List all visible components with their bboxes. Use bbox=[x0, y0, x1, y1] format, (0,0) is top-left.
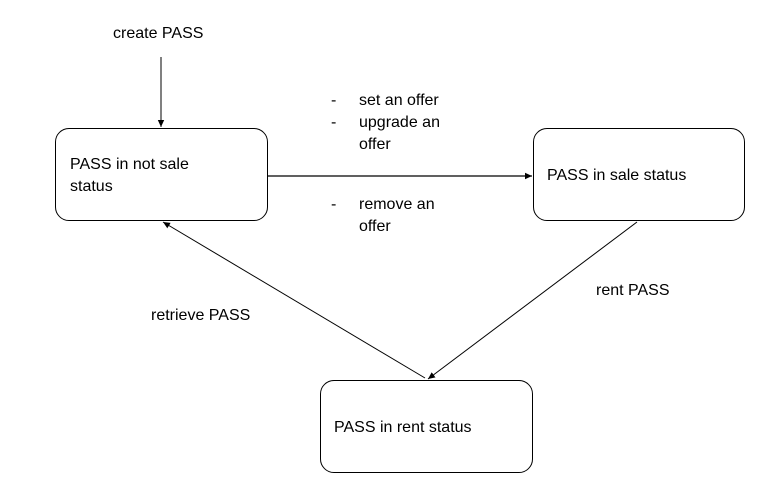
bullet-dash: - bbox=[331, 114, 337, 131]
node-rent-status-label: PASS in rent status bbox=[334, 419, 472, 436]
rent-pass-label: rent PASS bbox=[596, 282, 670, 299]
offer-action-item: - set an offer bbox=[331, 90, 521, 112]
offer-actions-list: - set an offer - upgrade an offer bbox=[331, 90, 521, 156]
retrieve-pass-label: retrieve PASS bbox=[151, 307, 251, 324]
rent-arrow bbox=[427, 221, 638, 380]
offer-action-item: - upgrade an offer bbox=[331, 112, 521, 156]
remove-offer-text: remove an offer bbox=[359, 196, 435, 235]
offer-action-text: upgrade an offer bbox=[359, 114, 440, 153]
bullet-dash: - bbox=[331, 92, 337, 109]
remove-offer-item: - remove an offer bbox=[331, 194, 521, 238]
remove-offer-list: - remove an offer bbox=[331, 194, 521, 238]
node-rent-status: PASS in rent status bbox=[320, 380, 533, 473]
node-not-sale-status: PASS in not sale status bbox=[55, 128, 268, 221]
retrieve-arrow bbox=[162, 221, 426, 379]
node-not-sale-status-label: PASS in not sale status bbox=[70, 156, 189, 195]
node-sale-status: PASS in sale status bbox=[533, 128, 745, 221]
bullet-dash: - bbox=[331, 196, 337, 213]
node-sale-status-label: PASS in sale status bbox=[547, 167, 687, 184]
offer-action-text: set an offer bbox=[359, 92, 439, 109]
create-pass-label: create PASS bbox=[113, 25, 204, 42]
